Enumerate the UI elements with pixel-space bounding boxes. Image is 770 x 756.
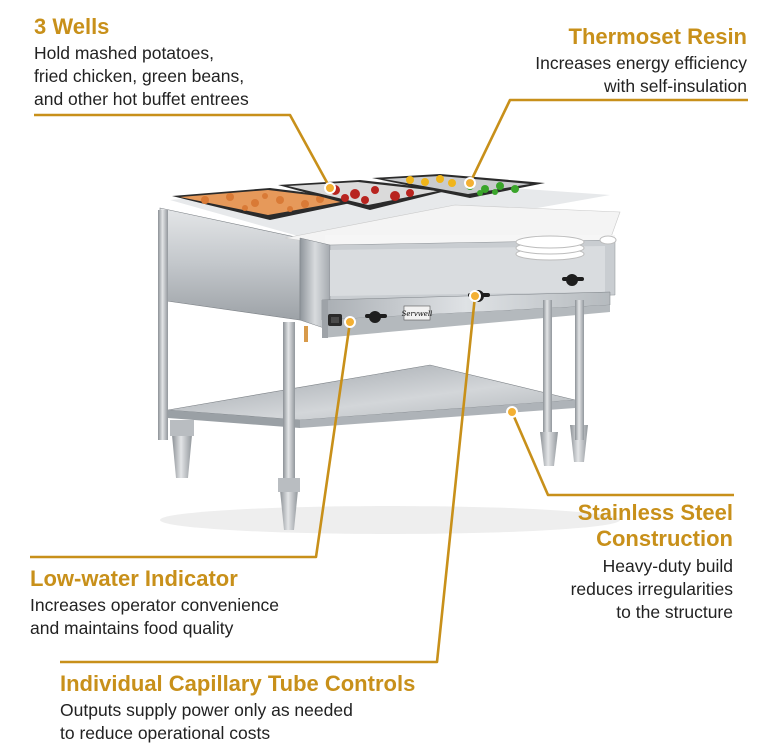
resin-title: Thermoset Resin <box>568 24 748 49</box>
controls-dot <box>469 290 481 302</box>
lowwater-title: Low-water Indicator <box>30 566 238 591</box>
callout-steel: Stainless Steel Construction Heavy-duty … <box>571 500 733 624</box>
wells-line: and other hot buffet entrees <box>34 89 249 109</box>
controls-line: to reduce operational costs <box>60 723 271 743</box>
wells-leader-line <box>34 113 332 189</box>
steel-title-line: Stainless Steel <box>577 500 733 525</box>
lowwater-dot <box>344 316 356 328</box>
wells-description: Hold mashed potatoes, fried chicken, gre… <box>34 42 249 111</box>
steel-title-line: Construction <box>596 526 733 551</box>
wells-dot <box>324 182 336 194</box>
steel-description: Heavy-duty build reduces irregularities … <box>571 555 733 624</box>
brand-badge: Servwell <box>402 310 433 318</box>
controls-title: Individual Capillary Tube Controls <box>60 671 416 696</box>
steel-line: to the structure <box>616 602 733 622</box>
callout-lowwater: Low-water Indicator Increases operator c… <box>30 566 279 640</box>
callout-wells: 3 Wells Hold mashed potatoes, fried chic… <box>34 14 249 111</box>
steel-line: reduces irregularities <box>570 579 733 599</box>
callout-resin: Thermoset Resin Increases energy efficie… <box>535 24 747 98</box>
steel-leader-line <box>510 411 734 497</box>
steel-line: Heavy-duty build <box>602 556 733 576</box>
resin-dot <box>464 177 476 189</box>
resin-leader-line <box>468 98 748 184</box>
lowwater-description: Increases operator convenience and maint… <box>30 594 279 640</box>
steel-title: Stainless Steel Construction <box>571 500 733 552</box>
resin-line: Increases energy efficiency <box>535 53 747 73</box>
wells-title: 3 Wells <box>34 14 110 39</box>
callout-controls: Individual Capillary Tube Controls Outpu… <box>60 671 415 745</box>
resin-line: with self-insulation <box>604 76 747 96</box>
wells-line: fried chicken, green beans, <box>34 66 245 86</box>
controls-leader-line <box>60 295 477 664</box>
controls-description: Outputs supply power only as needed to r… <box>60 699 415 745</box>
wells-line: Hold mashed potatoes, <box>34 43 214 63</box>
lowwater-leader-line <box>30 321 352 559</box>
steel-dot <box>506 406 518 418</box>
lowwater-line: Increases operator convenience <box>30 595 280 615</box>
lowwater-line: and maintains food quality <box>30 618 234 638</box>
resin-description: Increases energy efficiency with self-in… <box>535 52 747 98</box>
controls-line: Outputs supply power only as needed <box>60 700 353 720</box>
